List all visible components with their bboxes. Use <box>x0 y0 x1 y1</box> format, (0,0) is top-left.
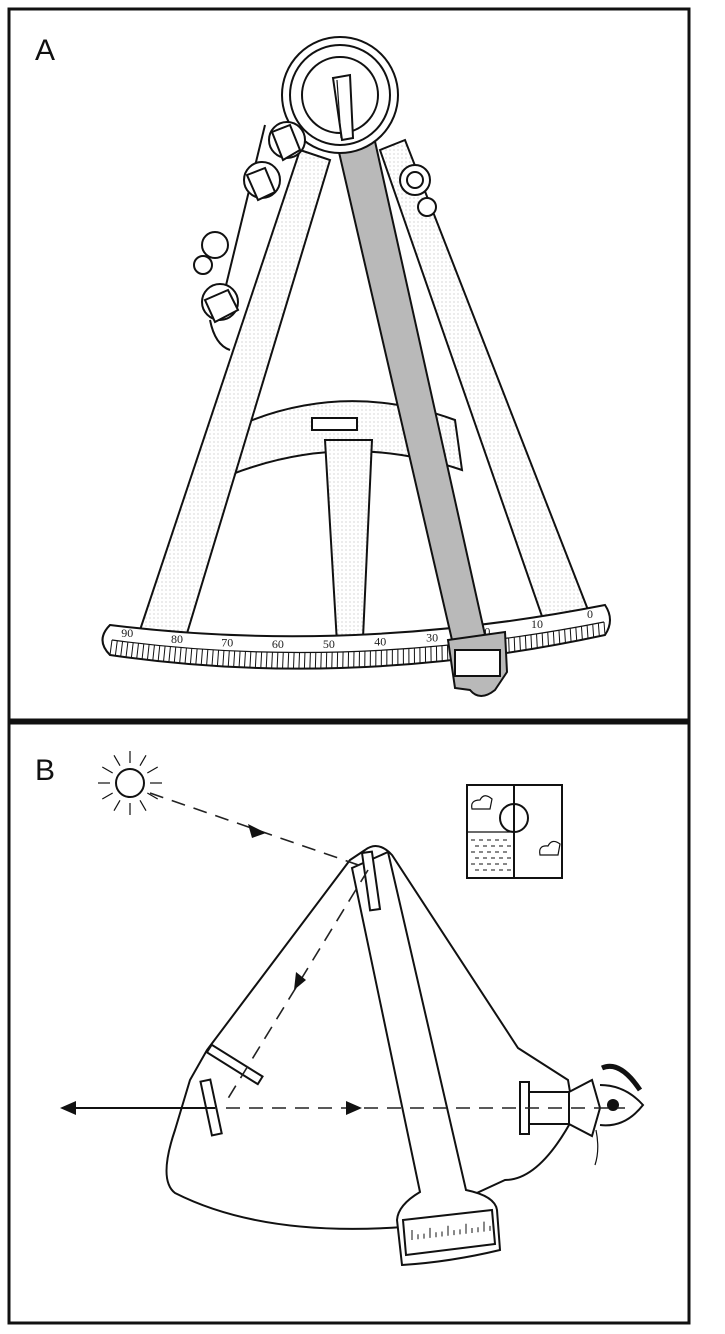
arrow-reflected <box>294 972 306 990</box>
arc-scale-label: 10 <box>531 617 543 631</box>
shade-glass-set-horizon <box>193 231 240 351</box>
scale-plate-b <box>401 1208 497 1257</box>
arc-scale-inner-line <box>111 621 605 654</box>
sun-icon <box>98 751 162 815</box>
arc-scale-label: 40 <box>374 635 386 649</box>
panel-a-label: A <box>35 34 55 67</box>
arc-scale-label: 90 <box>121 626 133 640</box>
observer-eye-icon <box>594 1063 645 1166</box>
brace-plate <box>311 417 358 431</box>
arc-scale-label: 30 <box>426 631 438 645</box>
arrow-incoming <box>248 824 266 838</box>
arc-scale-label: 60 <box>272 637 284 651</box>
panel-b-border <box>7 721 691 1325</box>
optics-drawing <box>60 751 645 1267</box>
arc-scale-label: 70 <box>221 635 233 649</box>
panel-a-border <box>7 7 691 722</box>
arc-scale-label: 50 <box>323 637 335 651</box>
sun-ray-incoming <box>149 792 368 869</box>
sextant-frame-outline <box>165 845 576 1230</box>
shade-glass-set-index <box>219 121 306 311</box>
arrow-horizon-right <box>346 1101 362 1115</box>
arc-scale-label: 0 <box>587 607 593 621</box>
arrow-horizon-left <box>60 1101 76 1115</box>
index-mirror <box>360 850 382 912</box>
frame-strut <box>323 439 374 661</box>
arc-scale-labels: 9080706050403020100 <box>121 607 593 651</box>
arc-scale-label: 80 <box>171 632 183 646</box>
panel-b-label: B <box>35 754 55 787</box>
adjusting-screw <box>399 164 437 217</box>
frame-arm-left <box>138 148 332 642</box>
horizon-mirror <box>205 1043 264 1086</box>
index-arm-b <box>350 850 502 1267</box>
horizon-view-inset <box>466 784 563 879</box>
sextant-drawing: 9080706050403020100 <box>101 36 611 697</box>
index-mirror-housing <box>281 36 399 154</box>
vernier-window <box>454 649 501 677</box>
